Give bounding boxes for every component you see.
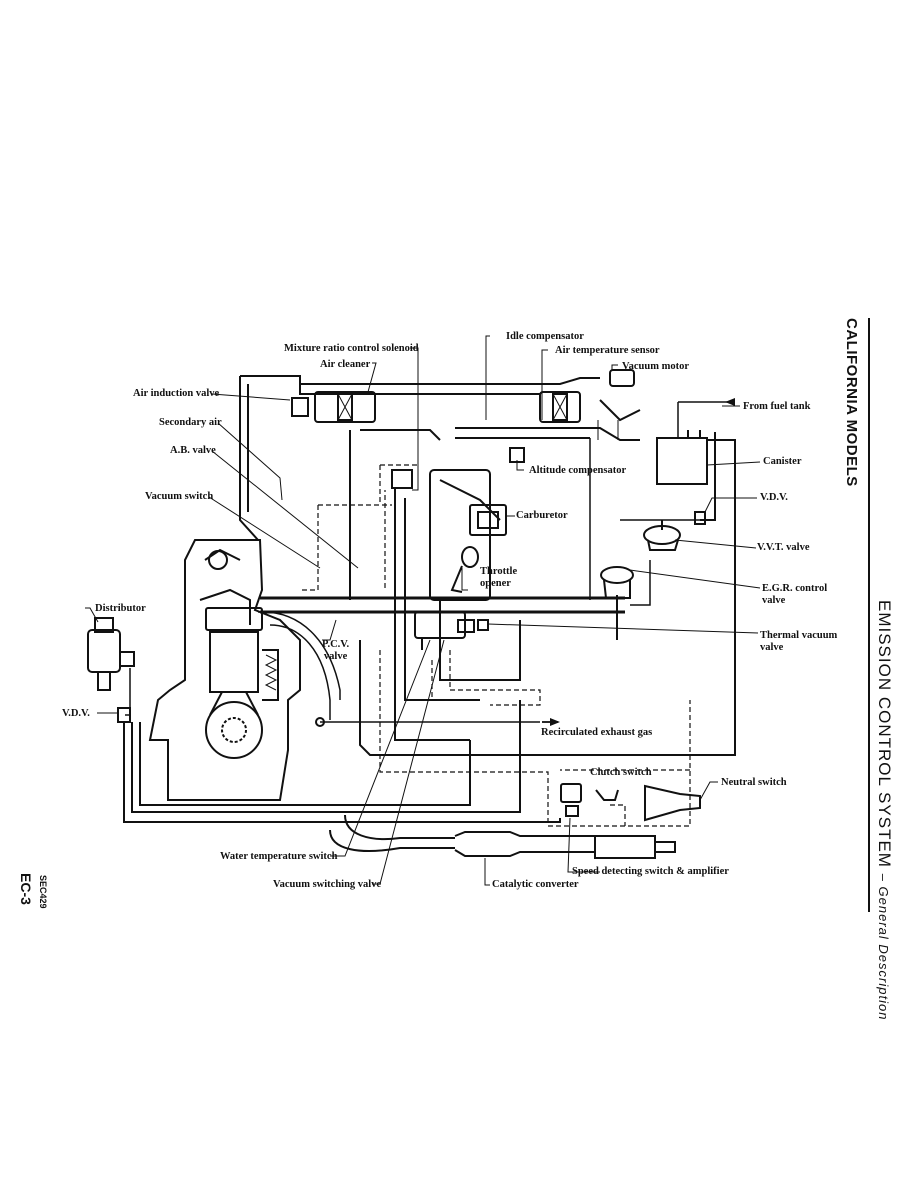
exhaust-arrow-icon — [550, 718, 560, 726]
label-distributor: Distributor — [95, 603, 146, 614]
label-canister: Canister — [763, 456, 802, 467]
label-secondary-air: Secondary air — [159, 417, 222, 428]
label-air-induction-valve: Air induction valve — [133, 388, 220, 399]
figure-code: SEC429 — [38, 875, 48, 909]
label-water-temperature-switch: Water temperature switch — [220, 851, 338, 862]
label-altitude-compensator: Altitude compensator — [529, 465, 627, 476]
label-pcv-valve: P.C.V. valve — [322, 639, 350, 662]
label-speed-detecting-switch: Speed detecting switch & amplifier — [572, 866, 729, 877]
chapter-title: EMISSION CONTROL SYSTEM – General Descri… — [874, 600, 894, 1020]
label-vacuum-motor: Vacuum motor — [622, 361, 689, 372]
label-vacuum-switch: Vacuum switch — [145, 491, 214, 502]
label-vacuum-switching-valve: Vacuum switching valve — [273, 879, 382, 890]
label-vvt-valve: V.V.T. valve — [757, 542, 810, 553]
fuel-arrow-icon — [725, 398, 735, 406]
label-catalytic-converter: Catalytic converter — [492, 879, 579, 890]
label-recirculated-exhaust-gas: Recirculated exhaust gas — [541, 727, 653, 738]
label-vdv-left: V.D.V. — [62, 708, 90, 719]
page-number: EC-3 — [18, 873, 34, 905]
label-air-cleaner: Air cleaner — [320, 359, 371, 370]
label-vdv-top: V.D.V. — [760, 492, 788, 503]
label-mixture-ratio-control-solenoid: Mixture ratio control solenoid — [284, 343, 419, 354]
label-thermal-vacuum-valve: Thermal vacuum valve — [760, 630, 838, 653]
label-throttle-opener: Throttle opener — [480, 566, 518, 589]
chapter-subtitle: – General Description — [876, 873, 891, 1021]
label-from-fuel-tank: From fuel tank — [743, 401, 811, 412]
label-air-temperature-sensor: Air temperature sensor — [555, 345, 660, 356]
label-clutch-switch: Clutch switch — [590, 767, 652, 778]
label-idle-compensator: Idle compensator — [506, 331, 584, 342]
chapter-title-text: EMISSION CONTROL SYSTEM — [875, 600, 894, 868]
label-carburetor: Carburetor — [516, 510, 568, 521]
label-neutral-switch: Neutral switch — [721, 777, 787, 788]
label-ab-valve: A.B. valve — [170, 445, 216, 456]
section-heading-california-models: CALIFORNIA MODELS — [843, 318, 860, 487]
label-egr-control-valve: E.G.R. control valve — [762, 583, 828, 606]
